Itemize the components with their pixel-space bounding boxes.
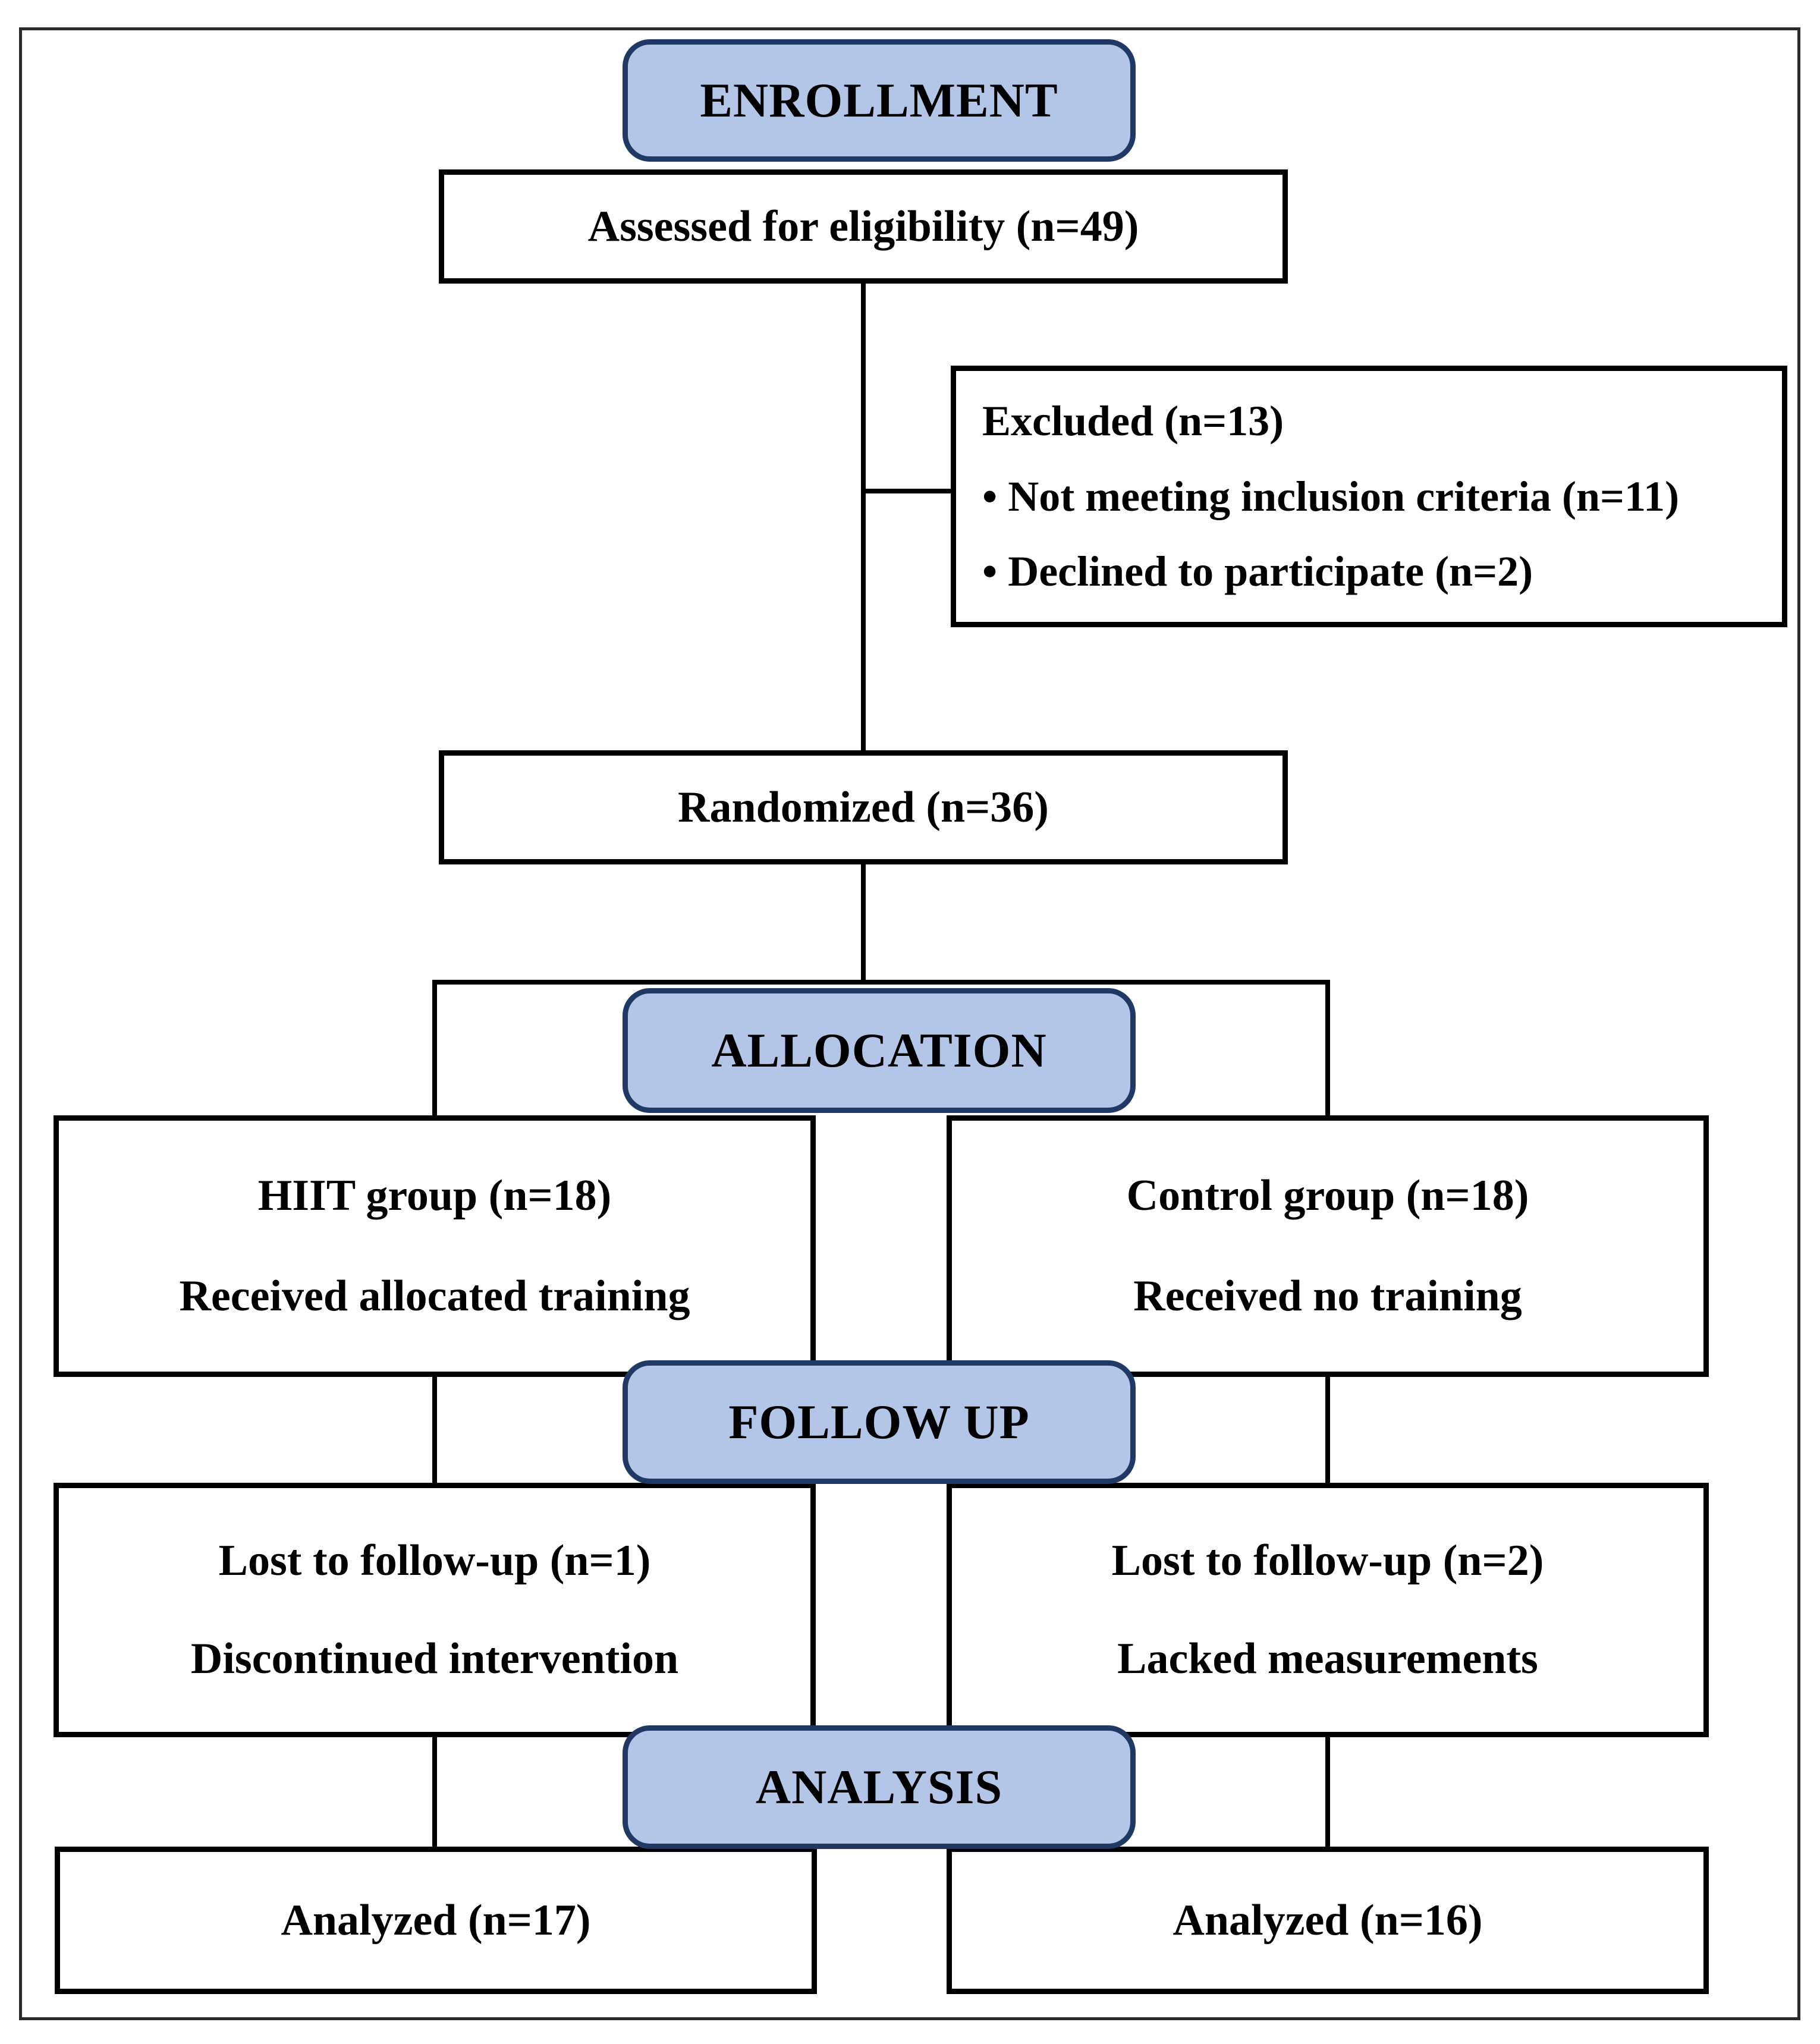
control-group-box: Control group (n=18) Received no trainin…	[947, 1115, 1709, 1377]
stage-analysis-text: ANALYSIS	[755, 1760, 1003, 1814]
lost-to-follow-up-control-box: Lost to follow-up (n=2) Lacked measureme…	[947, 1483, 1709, 1737]
excluded-box: Excluded (n=13) • Not meeting inclusion …	[951, 366, 1787, 627]
lost-control-line1: Lost to follow-up (n=2)	[1111, 1536, 1544, 1585]
connector-hiit-to-lost	[432, 1377, 437, 1483]
lost-to-follow-up-hiit-box: Lost to follow-up (n=1) Discontinued int…	[54, 1483, 816, 1737]
stage-label-analysis: ANALYSIS	[623, 1725, 1136, 1849]
lost-control-line2: Lacked measurements	[1117, 1634, 1538, 1683]
connector-assessed-to-randomized	[861, 284, 866, 750]
connector-to-excluded	[863, 489, 951, 493]
connector-lost-to-analyzed-control	[1325, 1737, 1330, 1847]
randomized-box: Randomized (n=36)	[439, 750, 1288, 864]
lost-hiit-line1: Lost to follow-up (n=1)	[218, 1536, 651, 1585]
connector-control-to-lost	[1325, 1377, 1330, 1483]
excluded-title: Excluded (n=13)	[982, 397, 1284, 445]
stage-label-allocation: ALLOCATION	[623, 988, 1136, 1113]
hiit-group-line2: Received allocated training	[179, 1272, 690, 1320]
connector-allocation-branch-line	[432, 980, 1330, 985]
hiit-group-box: HIIT group (n=18) Received allocated tra…	[54, 1115, 816, 1377]
randomized-text: Randomized (n=36)	[678, 782, 1049, 832]
stage-label-enrollment: ENROLLMENT	[623, 39, 1136, 162]
analyzed-hiit-text: Analyzed (n=17)	[281, 1895, 591, 1945]
connector-randomized-to-branch	[861, 864, 866, 985]
control-group-line2: Received no training	[1133, 1272, 1522, 1320]
outer-frame	[19, 27, 1800, 2020]
analyzed-control-box: Analyzed (n=16)	[947, 1847, 1709, 1994]
assessed-for-eligibility-box: Assessed for eligibility (n=49)	[439, 169, 1288, 284]
analyzed-control-text: Analyzed (n=16)	[1173, 1895, 1483, 1945]
assessed-text: Assessed for eligibility (n=49)	[587, 202, 1139, 251]
control-group-line1: Control group (n=18)	[1126, 1171, 1529, 1220]
connector-branch-to-hiit	[432, 980, 437, 1115]
hiit-group-line1: HIIT group (n=18)	[257, 1171, 612, 1220]
stage-follow-up-text: FOLLOW UP	[728, 1395, 1030, 1449]
analyzed-hiit-box: Analyzed (n=17)	[55, 1847, 817, 1994]
stage-allocation-text: ALLOCATION	[711, 1023, 1047, 1077]
stage-enrollment-text: ENROLLMENT	[700, 73, 1058, 127]
excluded-item: • Declined to participate (n=2)	[982, 547, 1533, 595]
connector-lost-to-analyzed-hiit	[432, 1737, 437, 1847]
connector-branch-to-control	[1325, 980, 1330, 1115]
stage-label-follow-up: FOLLOW UP	[623, 1360, 1136, 1484]
lost-hiit-line2: Discontinued intervention	[190, 1634, 679, 1683]
excluded-item: • Not meeting inclusion criteria (n=11)	[982, 472, 1680, 520]
